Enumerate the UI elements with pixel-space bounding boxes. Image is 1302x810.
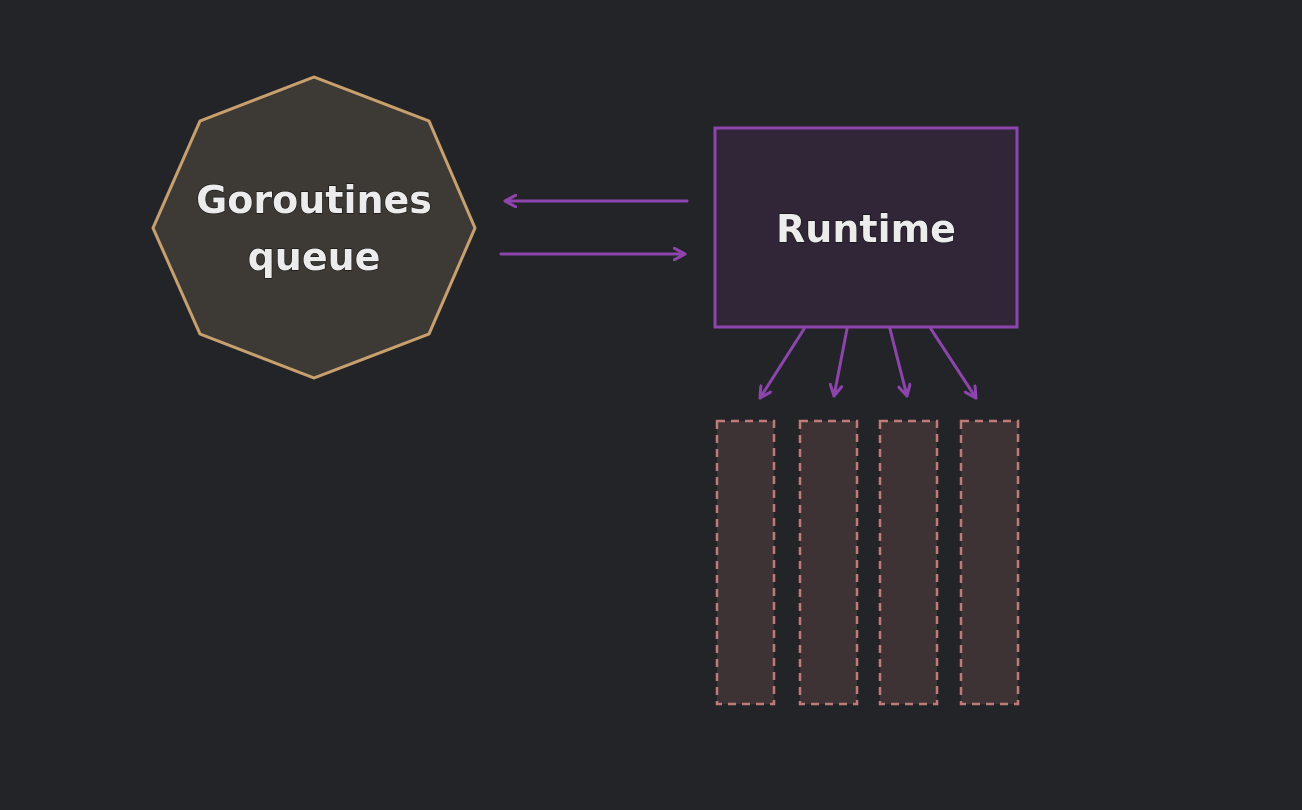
arrow-to-worker-1 <box>758 327 806 400</box>
queue-label-line2: queue <box>248 235 381 279</box>
worker-slot-4 <box>959 419 1020 706</box>
queue-runtime-arrows <box>499 201 689 254</box>
runtime-worker-arrows <box>758 327 978 400</box>
runtime-box <box>713 126 1019 329</box>
arrow-to-worker-3 <box>888 327 907 398</box>
worker-slot-2 <box>798 419 859 706</box>
queue-octagon <box>151 75 477 380</box>
arrow-to-worker-2 <box>834 327 849 398</box>
queue-label-line1: Goroutines <box>196 178 432 222</box>
goroutines-queue-node: Goroutines queue <box>151 75 477 380</box>
runtime-node: Runtime <box>713 126 1019 329</box>
worker-slot-1 <box>715 419 776 706</box>
worker-slots <box>715 419 1020 706</box>
arrow-to-worker-4 <box>929 327 978 400</box>
runtime-label: Runtime <box>776 207 956 251</box>
worker-slot-3 <box>878 419 939 706</box>
